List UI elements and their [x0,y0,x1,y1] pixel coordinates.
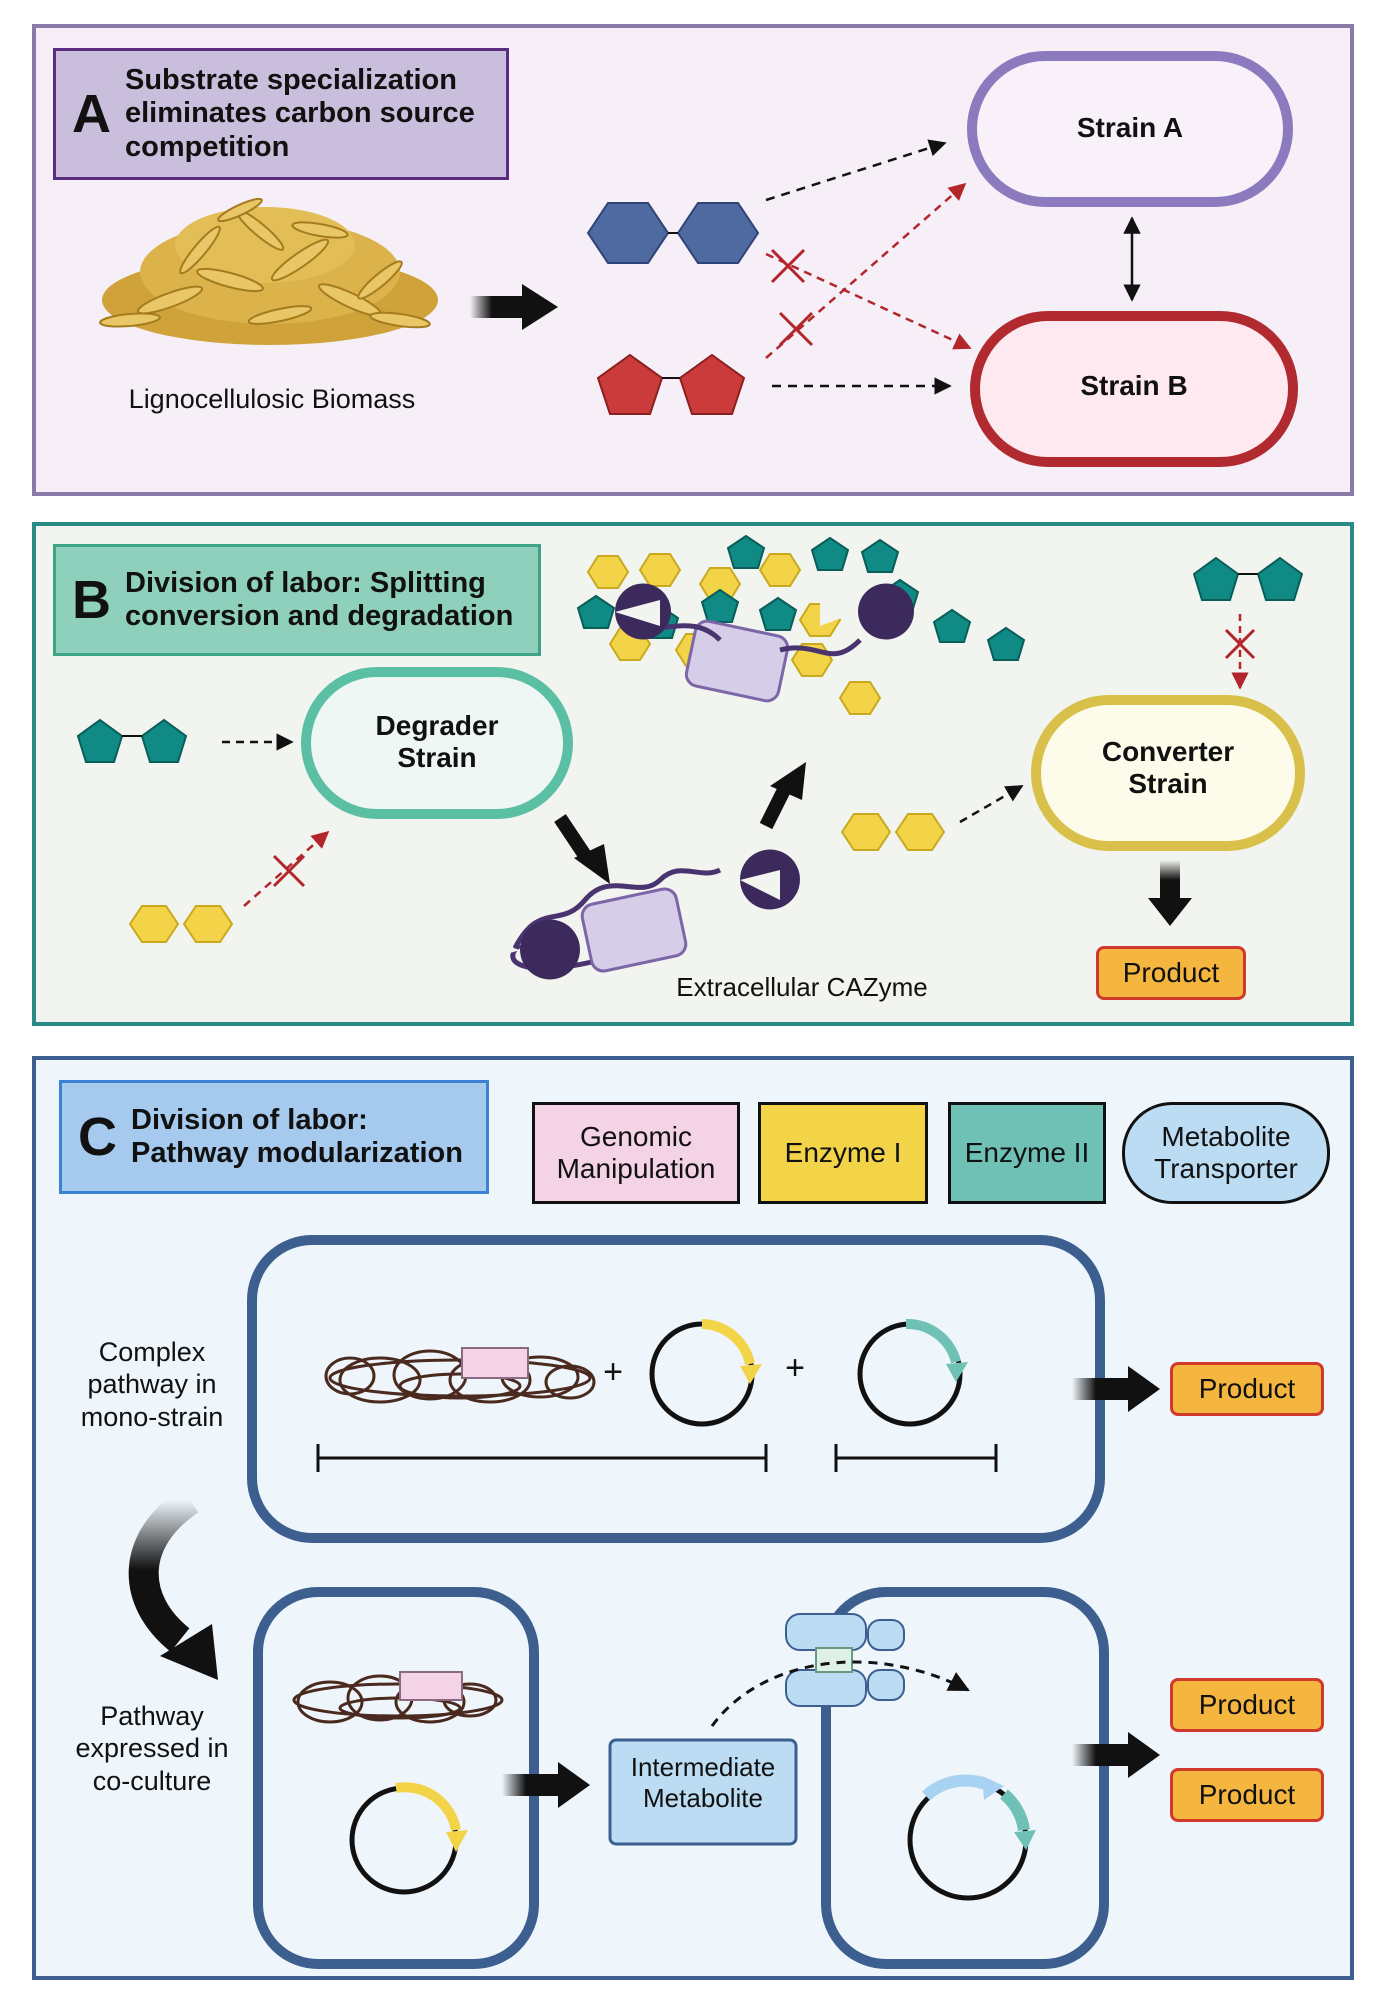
cell1-to-intermediate-arrow [502,1762,590,1808]
panel-c-letter: C [78,1107,117,1167]
blocked-arrow-red-to-strain-a [765,182,967,359]
converter-to-product-arrow [1148,860,1192,926]
strain-b-cell [970,311,1298,467]
red-pentagon-dimer-icon [596,353,746,415]
genomic-manipulation-marker [399,1671,463,1701]
product-box-mono: Product [1170,1362,1324,1416]
plus-sign: + [785,1349,805,1387]
legend-enzyme-2: Enzyme II [948,1102,1106,1204]
panel-b-letter: B [72,570,111,630]
yellow-hexagon-dimer-icon [128,905,234,943]
product-box-b: Product [1096,946,1246,1000]
arrow-yellow-to-converter [959,784,1024,824]
inhibition-x-icon [770,248,814,347]
strain-a-label: Strain A [1076,112,1184,143]
strain-b-label: Strain B [1080,370,1188,401]
plasmid-icon [649,1319,762,1427]
coculture-cell-1 [253,1587,539,1969]
mono-to-product-arrow [1072,1366,1160,1412]
degrader-strain-cell [301,667,573,819]
intermediate-metabolite-box [608,1738,798,1846]
transport-dashed-arrow [710,1660,970,1727]
legend-genomic-manipulation: Genomic Manipulation [532,1102,740,1204]
degradation-arrow [759,762,806,830]
teal-pentagon-dimer-icon [1192,556,1304,601]
inhibition-x-icon [1224,628,1256,660]
chromosome-icon [324,1349,596,1404]
panel-c-title-box: C Division of labor: Pathway modularizat… [59,1080,489,1194]
strain-a-cell [967,51,1293,207]
yellow-hexagon-dimer-icon [840,813,946,851]
cell2-to-product-arrow [1072,1732,1160,1778]
panel-b-title: Division of labor: Splitting conversion … [125,566,514,632]
secretion-arrow [554,814,610,884]
plasmid-icon [857,1319,968,1427]
product-box-coculture-2: Product [1170,1768,1324,1822]
converter-strain-cell [1031,695,1305,851]
converter-strain-label: Converter Strain [1101,736,1235,800]
panel-a-letter: A [72,84,111,144]
biomass-label: Lignocellulosic Biomass [129,384,416,414]
transporter-protein-icon [785,1613,905,1707]
mono-strain-label: Complex pathway in mono-strain [80,1337,224,1432]
pathway-size-bar [316,1444,998,1472]
panel-c-title: Division of labor: Pathway modularizatio… [131,1103,463,1169]
plasmid-icon [349,1782,468,1895]
inhibition-x-icon [272,854,306,888]
coculture-label: Pathway expressed in co-culture [75,1701,229,1796]
legend-enzyme-1: Enzyme I [758,1102,928,1204]
plasmid-icon [907,1774,1036,1901]
degrader-strain-label: Degrader Strain [375,710,499,774]
blocked-arrow-yellow-to-degrader [243,830,330,907]
panel-a-title-box: A Substrate specialization eliminates ca… [53,48,509,180]
cazyme-enzyme-icon [470,849,800,980]
plus-sign: + [603,1353,623,1391]
cazyme-label: Extracellular CAZyme [676,972,927,1002]
polysaccharide-substrate [576,534,1026,715]
panel-b-title-box: B Division of labor: Splitting conversio… [53,544,541,656]
genomic-manipulation-marker [461,1347,529,1379]
product-box-coculture-1: Product [1170,1678,1324,1732]
mono-to-coculture-arrow [128,1487,218,1680]
panel-a-title: Substrate specialization eliminates carb… [125,63,475,163]
mono-strain-cell [247,1235,1105,1543]
blue-hexagon-dimer-icon [586,202,760,264]
teal-pentagon-dimer-icon [76,718,188,763]
legend-metabolite-transporter: Metabolite Transporter [1122,1102,1330,1204]
blocked-arrow-blue-to-strain-b [765,252,972,350]
arrow-blue-to-strain-a [765,139,947,202]
biomass-arrow [470,284,558,330]
intermediate-metabolite-label: Intermediate Metabolite [630,1752,776,1814]
biomass-pile-icon [99,197,438,345]
